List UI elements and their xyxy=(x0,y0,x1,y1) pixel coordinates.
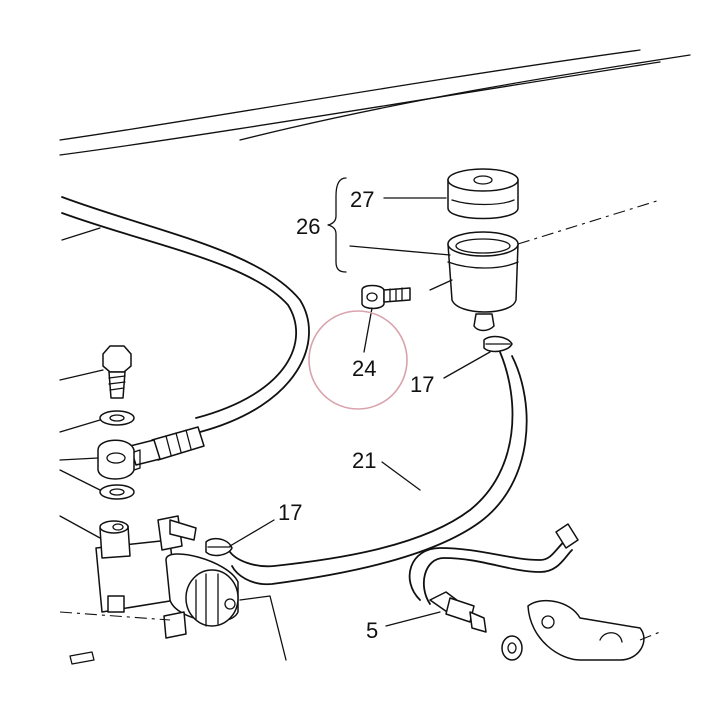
master-cylinder xyxy=(59,515,287,665)
assembly-brace xyxy=(327,177,347,273)
brake-hose xyxy=(61,196,310,466)
fluid-reservoir xyxy=(429,199,661,332)
leader-lines xyxy=(229,197,491,627)
frame-outline xyxy=(59,49,691,156)
hose-clamp-upper xyxy=(483,335,513,353)
callout-26: 26 xyxy=(296,214,320,239)
callout-17-lower: 17 xyxy=(278,500,302,525)
mounting-screw xyxy=(361,284,411,310)
callout-5: 5 xyxy=(366,618,378,643)
clutch-pipe xyxy=(408,523,579,633)
reservoir-cap xyxy=(447,168,519,220)
callout-24: 24 xyxy=(352,356,376,381)
banjo-fitting xyxy=(59,439,141,480)
callout-21: 21 xyxy=(352,448,376,473)
hose-clamp-lower xyxy=(205,537,233,557)
fluid-hose xyxy=(229,351,528,586)
callout-27: 27 xyxy=(350,187,374,212)
sealing-washer-upper xyxy=(59,410,135,433)
sealing-washer-lower xyxy=(59,469,135,500)
banjo-bolt xyxy=(59,345,132,399)
lever-bracket xyxy=(501,599,661,661)
highlight-circle xyxy=(308,310,408,410)
callout-17-upper: 17 xyxy=(410,372,434,397)
